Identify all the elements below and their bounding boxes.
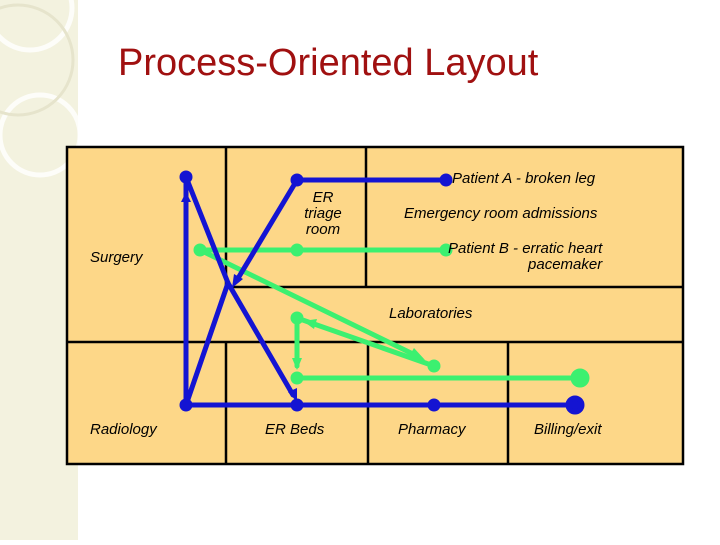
page-title: Process-Oriented Layout [118, 42, 539, 84]
er-beds-label: ER Beds [265, 421, 325, 438]
er-triage-label: ER triage room [292, 190, 354, 237]
patient-a-label: Patient A - broken leg [452, 170, 596, 187]
walls [65, 145, 685, 466]
patient-a-path [179, 170, 585, 415]
er-triage-line-2: triage [304, 204, 342, 222]
patient-b-path [193, 243, 590, 388]
pharmacy-label: Pharmacy [398, 421, 466, 438]
slide-decoration [0, 0, 83, 540]
floor-area [67, 147, 683, 464]
emergency-admissions-label: Emergency room admissions [404, 205, 598, 222]
radiology-label: Radiology [90, 421, 157, 438]
billing-exit-label: Billing/exit [534, 421, 602, 438]
er-triage-line-3: room [305, 220, 341, 238]
patient-b-line-2: pacemaker [528, 255, 603, 273]
er-triage-line-1: ER [312, 189, 334, 206]
patient-b-label: Patient B - erratic heart pacemaker [448, 241, 602, 273]
laboratories-label: Laboratories [389, 305, 473, 322]
surgery-label: Surgery [90, 249, 143, 266]
patient-b-line-1: Patient B - erratic heart [448, 240, 603, 257]
